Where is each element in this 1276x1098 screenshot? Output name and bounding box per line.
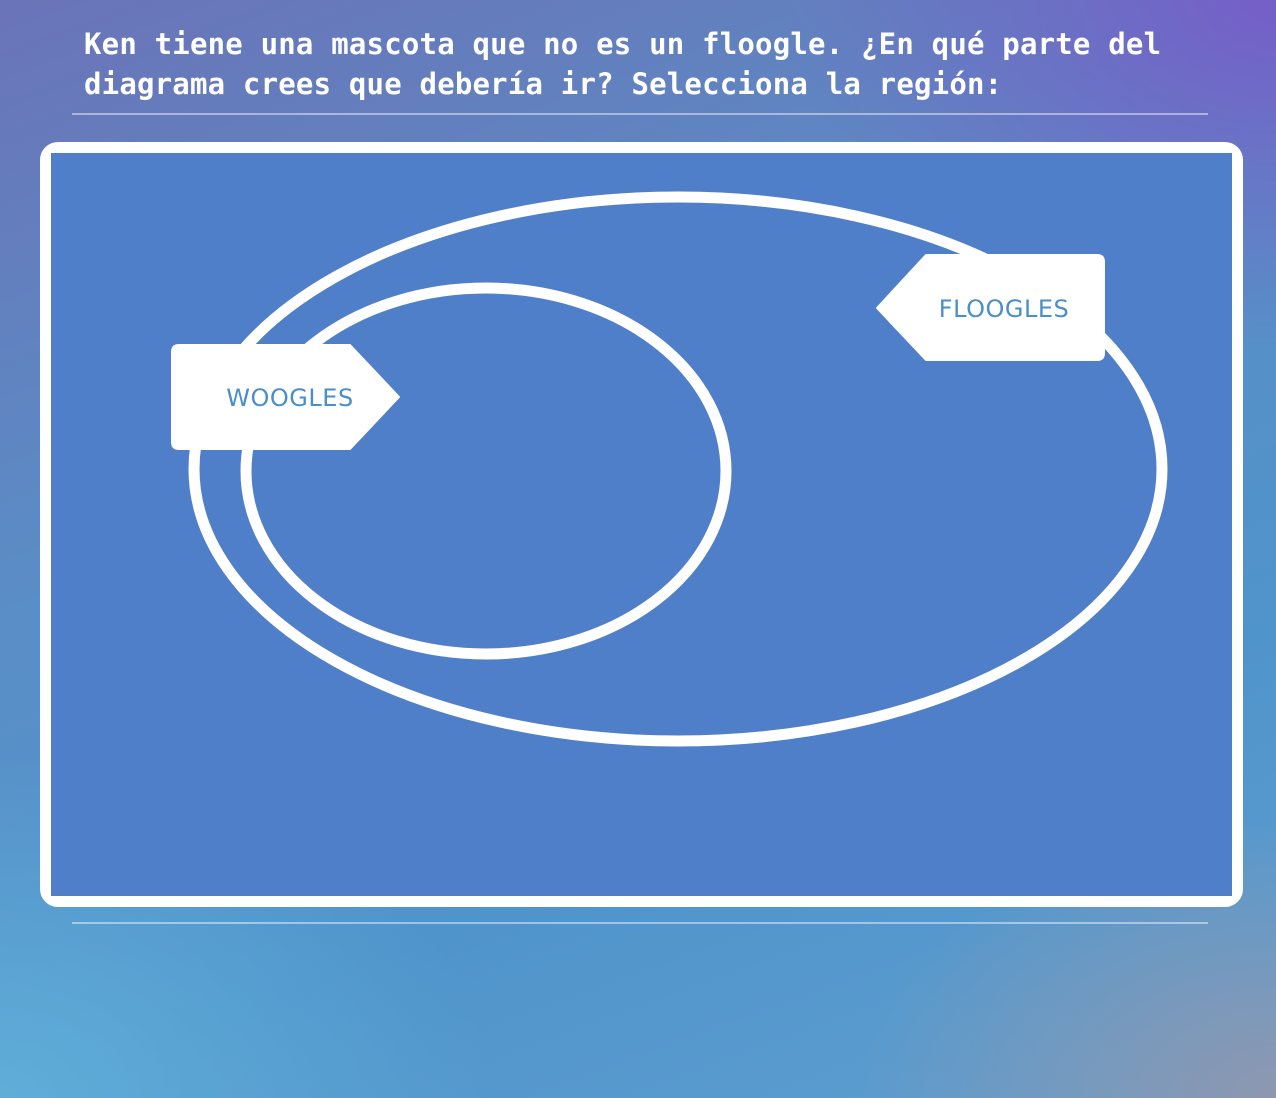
diagram-panel[interactable]: FLOOGLES WOOGLES: [40, 142, 1243, 907]
bottom-divider: [72, 922, 1208, 924]
floogles-label: FLOOGLES: [939, 295, 1069, 323]
region-woogles-inner-ellipse[interactable]: [240, 282, 732, 660]
top-divider: [72, 113, 1208, 115]
euler-diagram[interactable]: FLOOGLES WOOGLES: [51, 153, 1232, 896]
woogles-label-tag: WOOGLES: [171, 344, 400, 450]
floogles-label-tag: FLOOGLES: [876, 254, 1105, 361]
woogles-label: WOOGLES: [226, 384, 353, 412]
question-prompt: Ken tiene una mascota que no es un floog…: [84, 27, 1162, 101]
